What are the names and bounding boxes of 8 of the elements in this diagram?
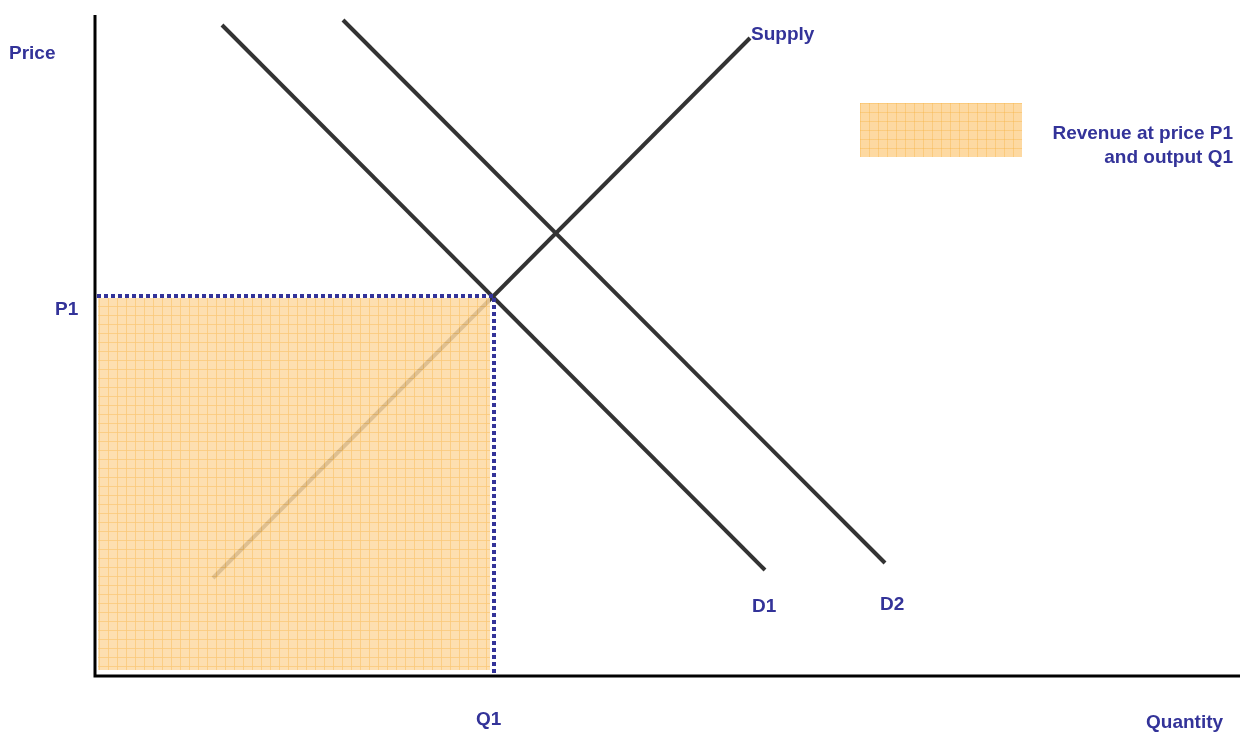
axis-label: Quantity — [1146, 711, 1224, 733]
curve-label: D2 — [880, 593, 905, 615]
curve-label: Q1 — [476, 708, 502, 730]
axis-label: Price — [9, 42, 56, 64]
curve-label: D1 — [752, 595, 777, 617]
curve-label: P1 — [55, 298, 79, 320]
curve-label: Supply — [751, 23, 815, 45]
legend-text: Revenue at price P1 and output Q1 — [1051, 121, 1233, 169]
